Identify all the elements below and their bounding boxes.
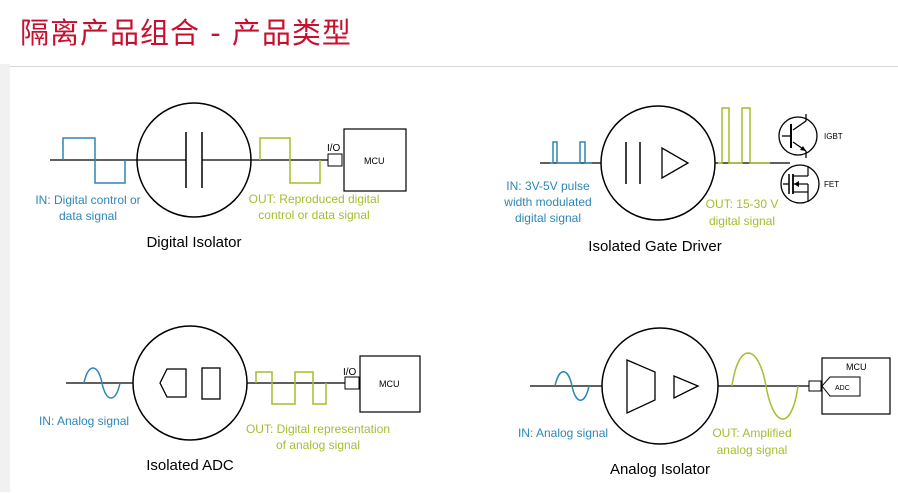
output-square-wave — [259, 137, 321, 184]
output-amplifier — [673, 375, 700, 400]
mcu-box — [359, 355, 421, 413]
io-pin — [327, 153, 343, 167]
input-label-line-3: digital signal — [515, 211, 581, 225]
igbt-symbol — [778, 114, 818, 158]
output-label-line-2: digital signal — [709, 214, 775, 228]
input-sine-wave — [554, 371, 590, 401]
analog-isolator-title: Analog Isolator — [610, 461, 710, 478]
output-label-line-2: control or data signal — [258, 208, 369, 222]
input-label: IN: Analog signal — [518, 426, 608, 440]
output-label-line-2: of analog signal — [276, 438, 360, 452]
io-pin — [344, 376, 360, 390]
output-pulse-wave — [718, 107, 770, 164]
input-sine-wave — [83, 367, 121, 399]
digital-isolator-title: Digital Isolator — [146, 234, 241, 251]
left-frame — [0, 64, 10, 492]
adc-converter-shape — [159, 368, 187, 398]
isolated-adc-title: Isolated ADC — [146, 457, 234, 474]
adc-input-block — [821, 376, 861, 397]
fet-symbol — [780, 164, 820, 204]
fet-label: FET — [824, 180, 839, 189]
input-label: IN: Analog signal — [39, 414, 129, 428]
io-label: I/O — [327, 143, 341, 154]
adc-circle — [132, 325, 248, 441]
mcu-label: MCU — [379, 379, 400, 389]
isolated-adc-diagram: I/O MCU IN: Analog signal OUT: Digital r… — [39, 325, 421, 474]
mcu-label: MCU — [846, 362, 867, 372]
output-label-line-1: OUT: 15-30 V — [706, 197, 779, 211]
mcu-box — [343, 128, 407, 192]
page-title: 隔离产品组合 - 产品类型 — [20, 16, 352, 50]
output-square-wave — [255, 371, 327, 405]
output-label-line-1: OUT: Amplified — [712, 426, 791, 440]
mcu-label: MCU — [364, 156, 385, 166]
input-label-line-2: width modulated — [503, 195, 591, 209]
input-label-line-1: IN: 3V-5V pulse — [506, 179, 590, 193]
gate-driver-circle — [600, 105, 716, 221]
input-square-wave — [62, 137, 126, 184]
analog-isolator-diagram: MCU ADC IN: Analog signal OUT: Amplified… — [518, 327, 891, 478]
driver-triangle — [661, 146, 690, 180]
title-bar: 隔离产品组合 - 产品类型 — [0, 0, 898, 64]
gate-driver-title: Isolated Gate Driver — [588, 238, 721, 255]
output-label-line-1: OUT: Digital representation — [246, 422, 390, 436]
digital-isolator-diagram: I/O MCU IN: Digital control or data sign… — [35, 102, 407, 251]
io-label: I/O — [343, 367, 357, 378]
output-sine-wave — [731, 352, 799, 420]
gate-driver-diagram: IGBT FET IN: 3V-5V pulse width modulated… — [503, 105, 843, 255]
input-pulse-wave — [550, 141, 592, 164]
isolation-amplifier — [626, 359, 656, 415]
output-label-line-2: analog signal — [717, 443, 788, 457]
input-label-line-1: IN: Digital control or — [35, 193, 140, 207]
output-label-line-1: OUT: Reproduced digital — [249, 192, 380, 206]
analog-isolator-circle — [601, 327, 719, 445]
adc-block — [201, 367, 221, 400]
adc-label: ADC — [835, 385, 850, 392]
adc-pin — [808, 380, 822, 392]
input-label-line-2: data signal — [59, 209, 117, 223]
igbt-label: IGBT — [824, 132, 843, 141]
